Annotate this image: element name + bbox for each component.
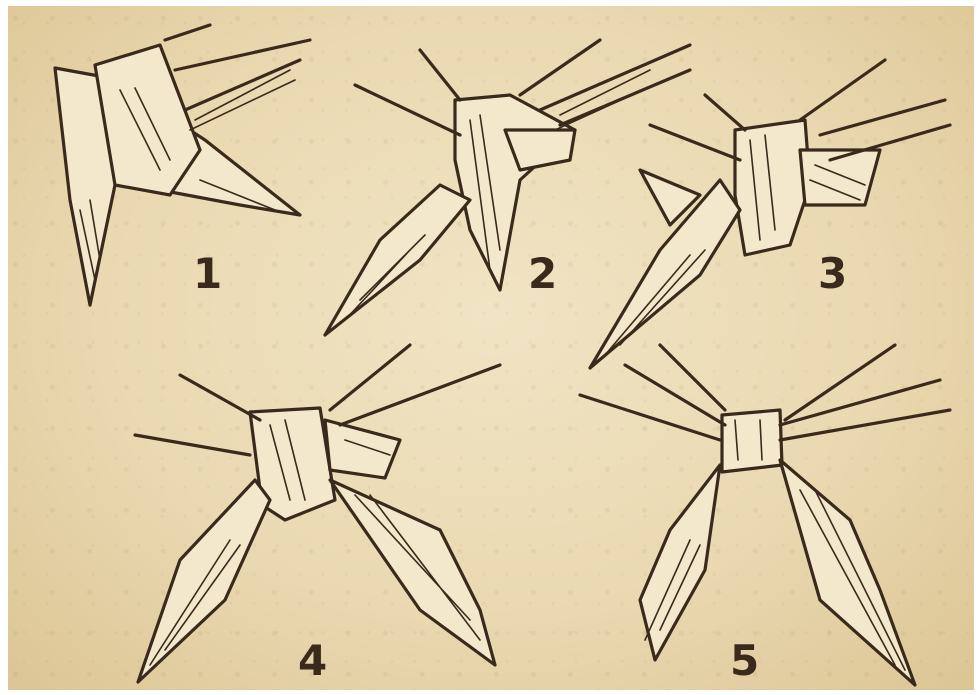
step-5-number: 5	[730, 636, 759, 685]
step-3-illustration	[590, 60, 950, 368]
step-1-illustration	[55, 25, 310, 305]
step-4-illustration	[135, 345, 500, 682]
step-2-number: 2	[528, 249, 557, 298]
step-3-number: 3	[818, 249, 847, 298]
step-1-number: 1	[193, 249, 222, 298]
step-5-illustration	[580, 345, 950, 685]
step-4-number: 4	[298, 636, 327, 685]
